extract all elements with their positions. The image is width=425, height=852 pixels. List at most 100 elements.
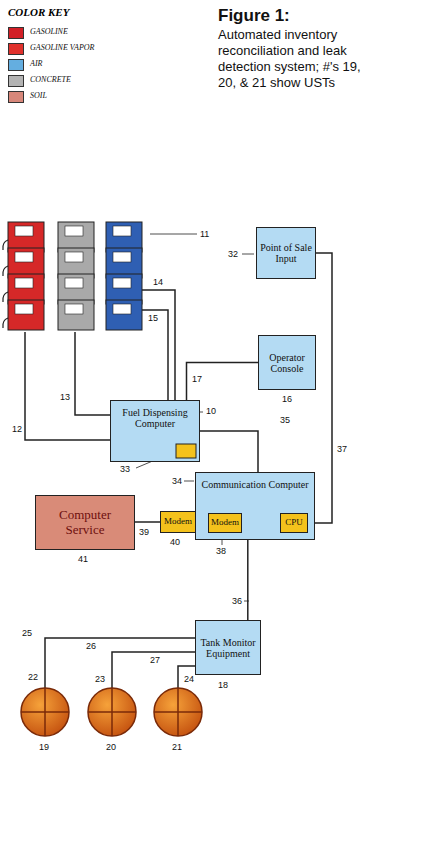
callout-number: 38 <box>216 546 226 556</box>
pump-wire <box>142 290 175 400</box>
node-text: Modem <box>164 517 192 527</box>
callout-number: 19 <box>39 742 49 752</box>
legend-text: CONCRETE <box>30 74 71 86</box>
callout-number: 12 <box>12 424 22 434</box>
figure-title: Figure 1: <box>218 6 290 26</box>
callout-number: 25 <box>22 628 32 638</box>
console-box: Operator Console <box>258 335 316 390</box>
callout-number: 15 <box>148 313 158 323</box>
fuel-pump <box>58 300 94 330</box>
tank <box>154 688 202 736</box>
callout-number: 16 <box>282 394 292 404</box>
fuel-pumps <box>3 222 142 330</box>
node-text: Tank Monitor Equipment <box>199 637 257 659</box>
tank <box>21 688 69 736</box>
cpu-box: CPU <box>280 513 308 533</box>
callout-number: 39 <box>139 527 149 537</box>
pump-nozzle <box>3 266 8 276</box>
legend-swatch <box>8 59 24 71</box>
pump-wire <box>25 332 110 440</box>
monitor-box: Tank Monitor Equipment <box>195 620 261 675</box>
tank-line <box>112 652 195 688</box>
pump-nozzle <box>3 318 8 328</box>
tank-cross <box>44 688 46 736</box>
tank <box>88 688 136 736</box>
leader-line <box>242 254 254 255</box>
legend-swatch <box>8 43 24 55</box>
pump-window <box>113 304 131 314</box>
connector <box>187 363 259 401</box>
callout-number: 36 <box>232 596 242 606</box>
callout-number: 33 <box>120 464 130 474</box>
node-text: Modem <box>211 518 239 528</box>
callout-number: 40 <box>170 537 180 547</box>
pump-window <box>15 304 33 314</box>
legend-heading: COLOR KEY <box>8 6 69 18</box>
callout-number: 21 <box>172 742 182 752</box>
computer-box: Communication ComputerModem CPU <box>195 472 315 540</box>
modem-box: Modem <box>160 511 196 533</box>
callout-number: 26 <box>86 641 96 651</box>
pump-nozzle <box>3 292 8 302</box>
pump-window <box>15 226 33 236</box>
node-text: CPU <box>285 518 303 528</box>
legend-swatch <box>8 91 24 103</box>
legend-text: AIR <box>30 58 42 70</box>
callout-number: 37 <box>337 444 347 454</box>
connector <box>247 540 249 620</box>
tank-cross <box>177 688 179 736</box>
node-text: Fuel Dispensing Computer <box>114 407 196 429</box>
node-text: Communication Computer <box>202 479 309 490</box>
fuel-pump <box>8 300 44 330</box>
leader-line <box>150 234 197 235</box>
legend-text: SOIL <box>30 90 47 102</box>
pump-window <box>113 226 131 236</box>
connector <box>200 431 258 472</box>
callout-number: 32 <box>228 249 238 259</box>
tanks <box>21 688 202 736</box>
pump-window <box>65 304 83 314</box>
computer-box: Fuel Dispensing Computer <box>110 400 200 462</box>
leader-line <box>184 481 194 482</box>
modem-box: Modem <box>208 513 242 533</box>
legend-text: GASOLINE <box>30 26 68 38</box>
callout-number: 22 <box>28 672 38 682</box>
callout-number: 41 <box>78 554 88 564</box>
pump-window <box>15 278 33 288</box>
legend-row: CONCRETE <box>8 74 118 86</box>
service-box: Computer Service <box>35 495 135 550</box>
tank-cross <box>111 688 113 736</box>
connector <box>135 521 160 523</box>
pump-wire <box>142 310 168 400</box>
callout-number: 24 <box>184 674 194 684</box>
pump-window <box>65 278 83 288</box>
legend-row: AIR <box>8 58 118 70</box>
callout-number: 35 <box>280 415 290 425</box>
pump-window <box>15 252 33 262</box>
callout-number: 34 <box>172 476 182 486</box>
legend-row: GASOLINE <box>8 26 118 38</box>
fuel-pump <box>106 300 142 330</box>
callout-number: 14 <box>153 277 163 287</box>
pump-window <box>65 226 83 236</box>
pump-nozzle <box>3 240 8 250</box>
callout-number: 27 <box>150 655 160 665</box>
legend-row: GASOLINE VAPOR <box>8 42 118 54</box>
callout-number: 13 <box>60 392 70 402</box>
pump-window <box>65 252 83 262</box>
callout-number: 17 <box>192 374 202 384</box>
pump-wire <box>75 332 110 415</box>
node-text: Operator Console <box>262 352 312 374</box>
callout-number: 20 <box>106 742 116 752</box>
input-box: Point of Sale Input <box>256 227 316 279</box>
callout-number: 10 <box>206 406 216 416</box>
figure-caption: Automated inventory reconciliation and l… <box>218 27 368 91</box>
callout-number: 18 <box>218 680 228 690</box>
legend-text: GASOLINE VAPOR <box>30 42 95 54</box>
tank-line <box>45 638 195 688</box>
node-text: Point of Sale Input <box>260 242 312 264</box>
wires <box>25 290 195 688</box>
